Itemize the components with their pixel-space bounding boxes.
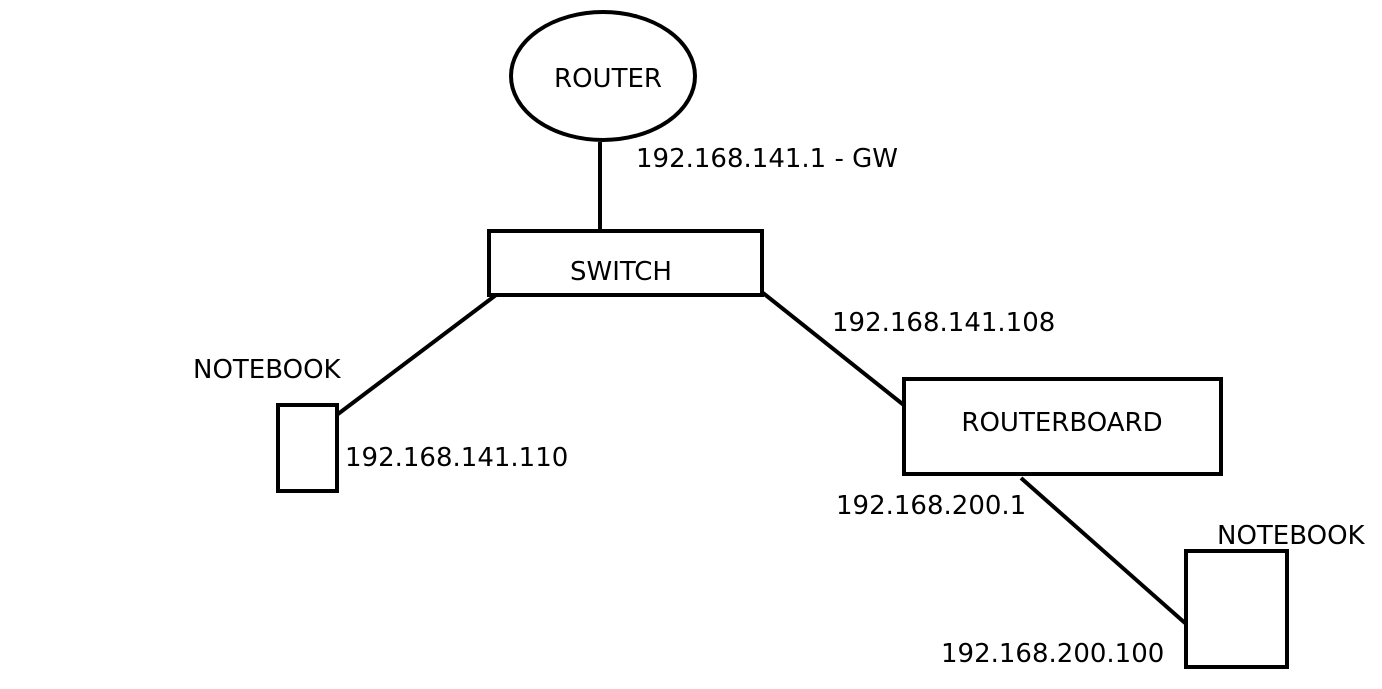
router-label: ROUTER xyxy=(554,64,662,94)
switch-node xyxy=(487,229,764,297)
routerboard-wan-address: 192.168.141.108 xyxy=(832,308,1055,338)
routerboard-lan-address: 192.168.200.1 xyxy=(836,491,1026,521)
link-switch-routerboard xyxy=(761,291,907,408)
notebook-left-address: 192.168.141.110 xyxy=(345,443,568,473)
notebook-right-label: NOTEBOOK xyxy=(1217,521,1366,551)
router-gw-address: 192.168.141.1 - GW xyxy=(636,144,898,174)
notebook-left-node xyxy=(276,403,339,493)
notebook-right-node xyxy=(1184,549,1289,669)
routerboard-label: ROUTERBOARD xyxy=(961,408,1162,438)
router-node xyxy=(509,10,697,142)
link-switch-notebook-left xyxy=(336,293,498,416)
routerboard-node xyxy=(902,377,1223,476)
link-routerboard-notebook-right xyxy=(1019,476,1187,625)
notebook-right-address: 192.168.200.100 xyxy=(941,639,1164,669)
switch-label: SWITCH xyxy=(570,257,672,287)
notebook-left-label: NOTEBOOK xyxy=(193,355,342,385)
